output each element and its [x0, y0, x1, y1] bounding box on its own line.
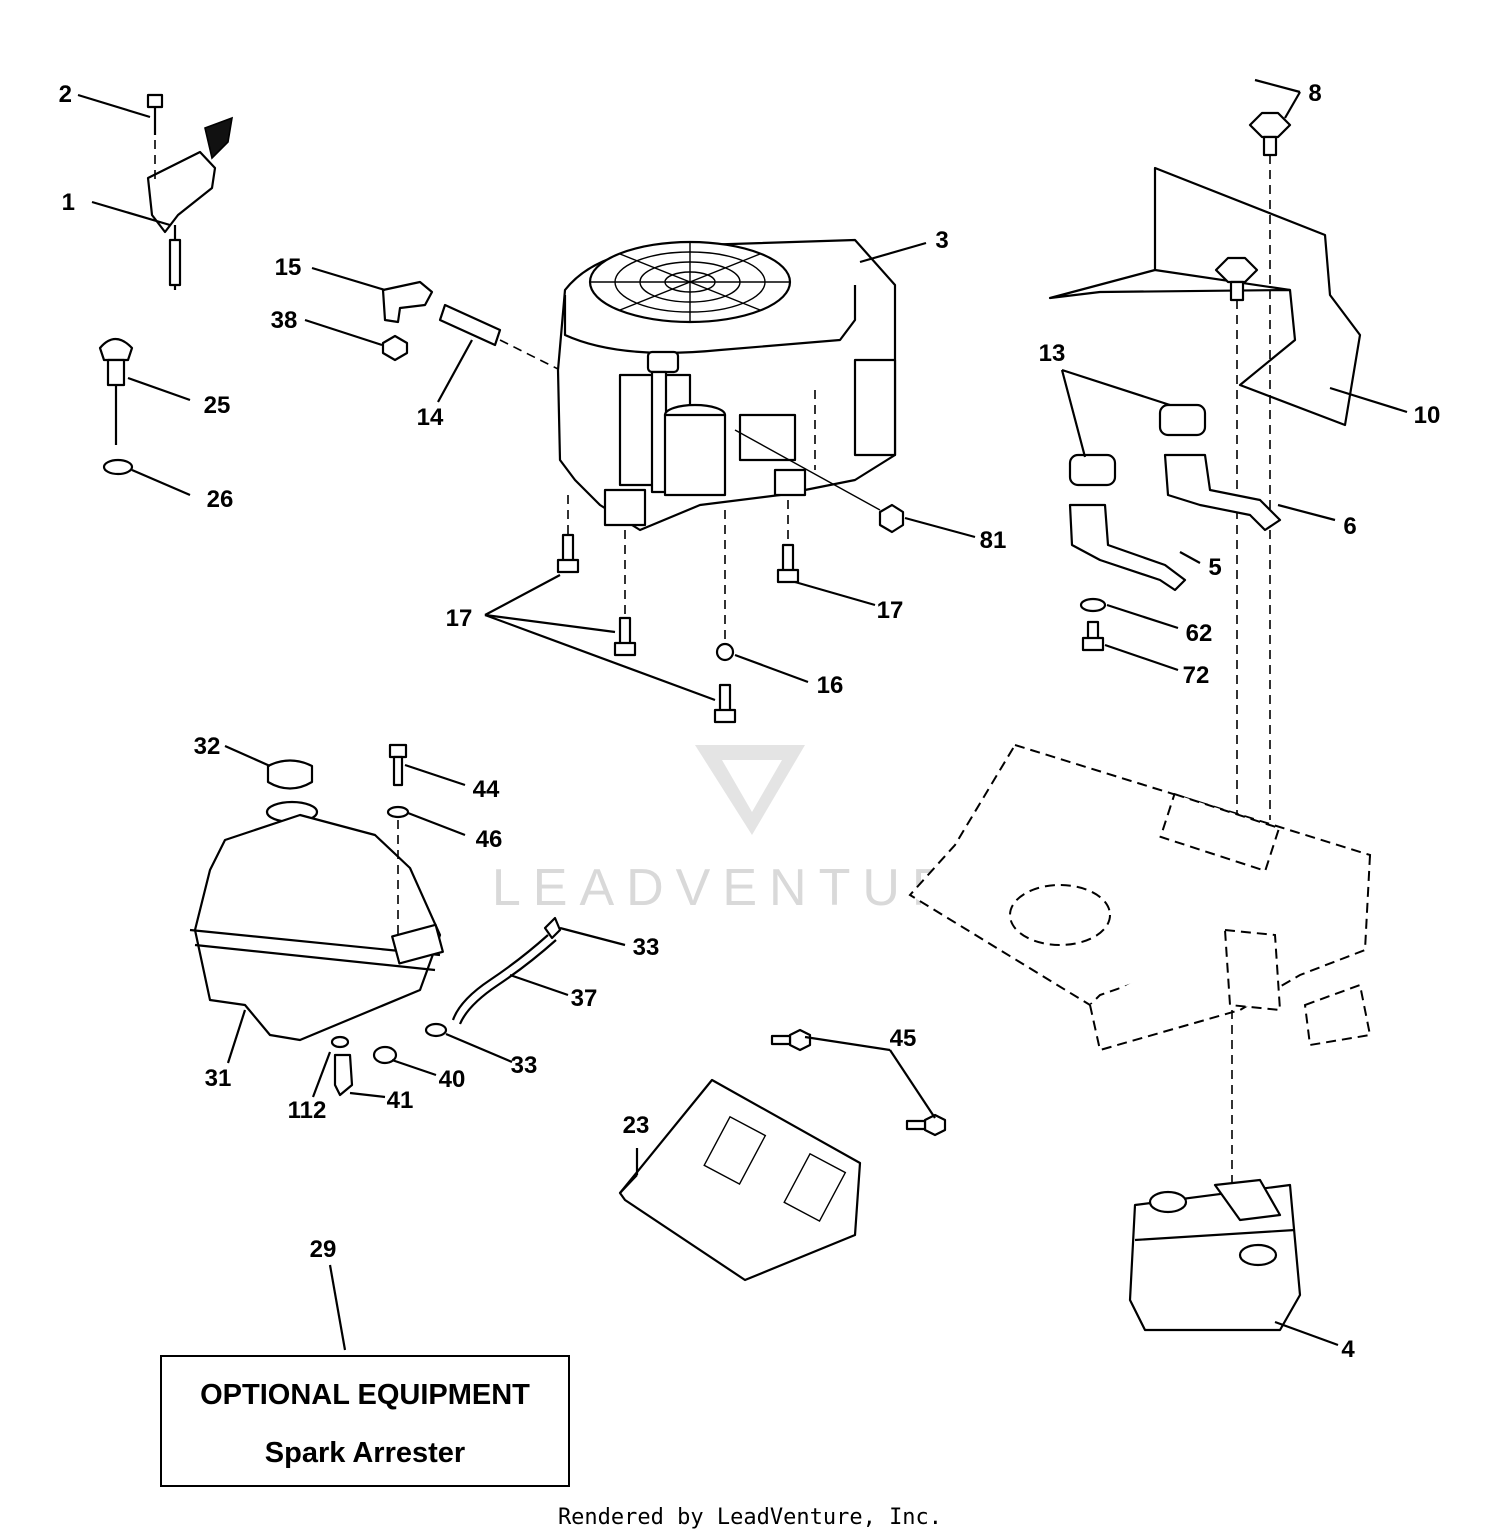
- callout-25: 25: [204, 392, 231, 419]
- fuel-elbow-part: [381, 280, 561, 371]
- callout-29: 29: [310, 1236, 337, 1263]
- heat-shield-part: [1048, 166, 1362, 427]
- callout-10: 10: [1414, 402, 1441, 429]
- throttle-control-part: [146, 93, 234, 290]
- callout-4: 4: [1341, 1336, 1355, 1363]
- callout-13: 13: [1039, 340, 1066, 367]
- exhaust-pipes-part: [1068, 403, 1282, 592]
- bracket-bolts-part: [770, 1028, 947, 1137]
- callout-81: 81: [980, 527, 1007, 554]
- bracket-part: [618, 1078, 862, 1282]
- callout-31: 31: [205, 1065, 232, 1092]
- callout-14: 14: [417, 404, 444, 431]
- muffler-part: [1128, 1178, 1302, 1332]
- svg-text:LEADVENTURE: LEADVENTURE: [492, 859, 1008, 917]
- callout-45: 45: [890, 1025, 917, 1052]
- leader-lines: [77, 78, 1408, 1351]
- callout-32: 32: [194, 733, 221, 760]
- callouts: 1 2 3 4 5 6 8 10 13 14 15 16 17 17 23 25…: [59, 80, 1441, 1363]
- callout-15: 15: [275, 254, 302, 281]
- rendered-by-footer: Rendered by LeadVenture, Inc.: [557, 1505, 943, 1530]
- engine-bolts: [556, 495, 800, 724]
- callout-23: 23: [623, 1112, 650, 1139]
- washer-bolt-part: [1079, 597, 1107, 652]
- tank-screw-part: [386, 743, 410, 935]
- optional-equipment-title: OPTIONAL EQUIPMENT: [200, 1379, 530, 1411]
- callout-37: 37: [571, 985, 598, 1012]
- optional-equipment-box: OPTIONAL EQUIPMENT Spark Arrester: [160, 1355, 570, 1487]
- callout-72: 72: [1183, 662, 1210, 689]
- tractor-frame: [908, 743, 1372, 1195]
- callout-5: 5: [1208, 554, 1221, 581]
- engine-part: [556, 238, 897, 532]
- fuel-tank-part: [189, 759, 444, 1042]
- callout-3: 3: [935, 227, 948, 254]
- callout-46: 46: [476, 826, 503, 853]
- callout-2: 2: [59, 81, 72, 108]
- callout-8: 8: [1308, 80, 1321, 107]
- spark-arrester-label: Spark Arrester: [264, 1437, 466, 1469]
- fuel-line-part: [330, 916, 562, 1097]
- callout-17a: 17: [446, 605, 473, 632]
- shoulder-bolts-part: [1214, 111, 1292, 820]
- callout-33a: 33: [633, 934, 660, 961]
- callout-62: 62: [1186, 620, 1213, 647]
- callout-1: 1: [62, 189, 75, 216]
- callout-41: 41: [387, 1087, 414, 1114]
- watermark: LEADVENTURE: [492, 745, 1008, 917]
- dipstick-part: [98, 337, 134, 476]
- nut-part: [734, 429, 905, 534]
- callout-112: 112: [288, 1097, 327, 1124]
- callout-40: 40: [439, 1066, 466, 1093]
- callout-33b: 33: [511, 1052, 538, 1079]
- callout-26: 26: [207, 486, 234, 513]
- callout-6: 6: [1343, 513, 1356, 540]
- callout-38: 38: [271, 307, 298, 334]
- callout-17b: 17: [877, 597, 904, 624]
- callout-44: 44: [473, 776, 500, 803]
- callout-16: 16: [817, 672, 844, 699]
